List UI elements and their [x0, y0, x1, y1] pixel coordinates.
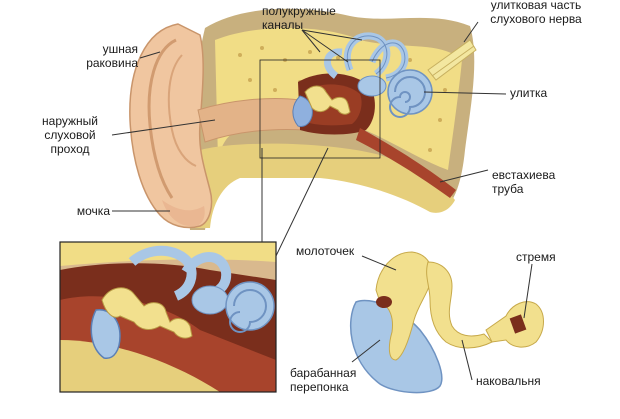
zoom-inset: [59, 241, 277, 393]
label-cochlear-nerve: улитковая часть слухового нерва: [466, 0, 606, 26]
malleus-head-hole: [376, 296, 392, 308]
label-ear-canal: наружный слуховой проход: [30, 114, 110, 156]
zoom-highlight-box: [259, 59, 381, 159]
label-pinna-line-2: раковина: [86, 56, 138, 70]
label-eustachian-tube-line-1: евстахиева: [492, 168, 556, 182]
vestibule-main: [357, 75, 387, 97]
label-earlobe: мочка: [40, 204, 110, 218]
eustachian-tube: [356, 128, 456, 198]
label-semicircular-canals-line-1: полукружные: [262, 4, 336, 18]
pinna-fold: [147, 38, 177, 199]
label-cochlea: улитка: [510, 86, 547, 100]
semicircular-canals-outline: [346, 35, 406, 79]
cochlea-main: [387, 69, 433, 118]
label-stapes: стремя: [516, 250, 556, 264]
label-malleus: молоточек: [296, 244, 354, 258]
leader-lines: [111, 21, 533, 381]
label-eardrum-line-2: перепонка: [290, 380, 349, 394]
inset-frame: [59, 241, 277, 393]
label-pinna: ушная раковина: [58, 42, 138, 70]
label-cochlear-nerve-line-2: слухового нерва: [490, 12, 582, 26]
ossicles-inset: [101, 287, 193, 339]
label-malleus-line-1: молоточек: [296, 244, 355, 258]
label-incus-line-1: наковальня: [476, 374, 541, 388]
label-earlobe-line-1: мочка: [76, 204, 110, 218]
main-ear-section: [129, 8, 477, 230]
label-cochlear-nerve-line-1: улитковая часть: [490, 0, 582, 12]
label-eardrum: барабанная перепонка: [290, 366, 356, 394]
label-ear-canal-line-2: слуховой: [44, 128, 96, 142]
malleus-detail: [375, 251, 433, 361]
label-stapes-line-1: стремя: [516, 250, 556, 264]
label-incus: наковальня: [476, 374, 541, 388]
label-ear-canal-line-1: наружный: [42, 114, 98, 128]
ossicles-main: [304, 85, 351, 115]
label-eustachian-tube-line-2: труба: [492, 182, 524, 196]
stapes-footplate: [509, 314, 527, 334]
cochlear-nerve: [427, 39, 477, 81]
label-eustachian-tube: евстахиева труба: [492, 168, 555, 196]
earlobe: [162, 200, 205, 227]
label-eardrum-line-1: барабанная: [290, 366, 357, 380]
label-pinna-line-1: ушная: [102, 42, 138, 56]
lower-bone: [193, 143, 455, 228]
ossicles-detail: [349, 251, 544, 394]
label-cochlea-line-1: улитка: [510, 86, 548, 100]
label-semicircular-canals: полукружные каналы: [262, 4, 336, 32]
pinna-inner: [167, 54, 197, 167]
label-ear-canal-line-3: проход: [50, 142, 90, 156]
labyrinth-inset: [128, 245, 275, 333]
incus-detail: [426, 261, 493, 349]
label-semicircular-canals-line-2: каналы: [262, 18, 304, 32]
